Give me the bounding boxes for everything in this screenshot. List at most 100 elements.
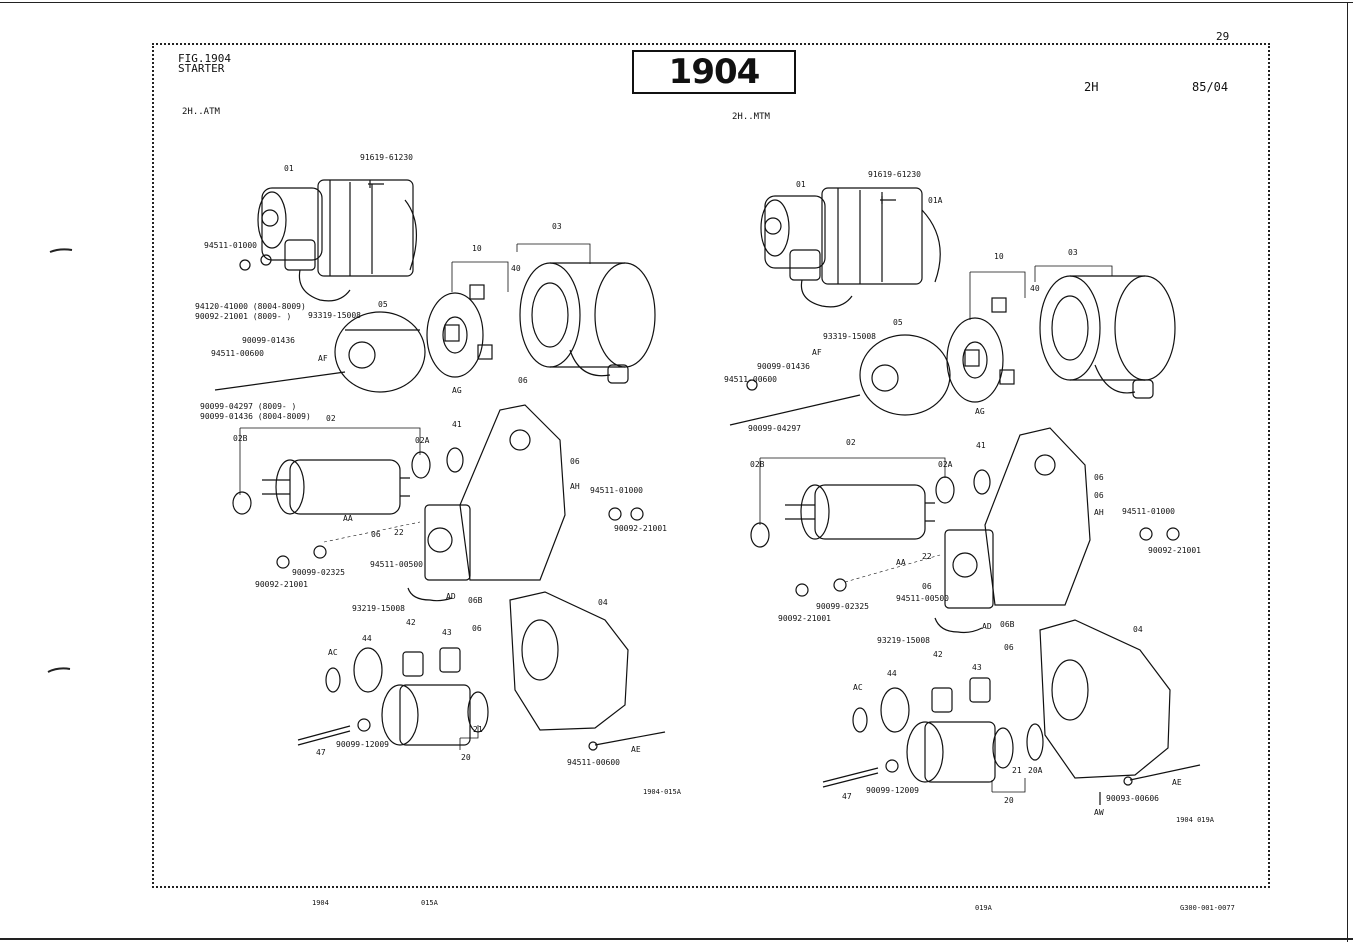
- label-06-a: 06: [518, 376, 528, 385]
- label-r44: 44: [887, 669, 897, 678]
- label-r42: 42: [933, 650, 943, 659]
- gear-44-right: [880, 687, 910, 733]
- thru-bolt-left: [214, 371, 346, 391]
- label-05: 05: [378, 300, 388, 309]
- label-94120-41000: 94120-41000 (8004-8009): [195, 302, 306, 311]
- ring-right: [885, 759, 899, 773]
- label-r90099-04297: 90099-04297: [748, 424, 801, 433]
- label-41: 41: [452, 420, 462, 429]
- label-90092-21001-b: 90092-21001: [614, 524, 667, 533]
- label-rah: AH: [1094, 508, 1104, 517]
- yoke-right: [1039, 275, 1176, 399]
- model-code: 2H: [1084, 80, 1099, 94]
- label-aa: AA: [343, 514, 353, 523]
- label-rac: AC: [853, 683, 863, 692]
- nut-left-2: [608, 507, 622, 521]
- label-r90092-21001: 90092-21001: [1148, 546, 1201, 555]
- label-ah: AH: [570, 482, 580, 491]
- label-r20: 20: [1004, 796, 1014, 805]
- variant-right: 2H..MTM: [732, 112, 770, 122]
- label-rag: AG: [975, 407, 985, 416]
- label-r21: 21: [1012, 766, 1022, 775]
- label-r90093-00606: 90093-00606: [1106, 794, 1159, 803]
- label-ac: AC: [328, 648, 338, 657]
- brush-holder-right: [946, 297, 1015, 403]
- label-r02b: 02B: [750, 460, 765, 469]
- label-93319-15008: 93319-15008: [308, 311, 361, 320]
- fig-title-name: STARTER: [178, 62, 225, 75]
- drawing-sheet-border: [152, 43, 1270, 888]
- housing-06-left: [424, 404, 566, 581]
- washer-ae-left: [588, 741, 598, 751]
- bolt-ae-left: [594, 731, 666, 746]
- spring-47-left: [297, 725, 351, 746]
- washer-ae-right: [1123, 776, 1133, 786]
- washer-left-2: [313, 545, 327, 559]
- washer-ac-right: [852, 707, 868, 733]
- label-90099-04297: 90099-04297 (8009- ): [200, 402, 297, 411]
- label-02b: 02B: [233, 434, 248, 443]
- label-r02a: 02A: [938, 460, 953, 469]
- field-frame-04-left: [509, 591, 629, 731]
- end-frame-right: [859, 334, 951, 416]
- label-94511-00600-b: 94511-00600: [567, 758, 620, 767]
- footer-code-1: 1904: [312, 899, 329, 907]
- armature-left: [232, 447, 464, 515]
- nut-left-1: [260, 254, 272, 266]
- clutch-assembly-left: [381, 684, 489, 746]
- label-06b-part: 06B: [468, 596, 483, 605]
- ring-left: [357, 718, 371, 732]
- page-bottom-edge: [0, 938, 1353, 940]
- label-r41: 41: [976, 441, 986, 450]
- drawing-number-left: 1904-015A: [643, 788, 681, 796]
- page-top-edge: [0, 2, 1353, 3]
- label-r05: 05: [893, 318, 903, 327]
- nut-left-4: [276, 555, 290, 569]
- label-af: AF: [318, 354, 328, 363]
- label-r47: 47: [842, 792, 852, 801]
- label-04: 04: [598, 598, 608, 607]
- label-r01a: 01A: [928, 196, 943, 205]
- nut-right-2: [1139, 527, 1153, 541]
- housing-06-right: [944, 427, 1091, 609]
- label-r03: 03: [1068, 248, 1078, 257]
- page-right-edge: [1347, 2, 1348, 942]
- lead-wire-right: [934, 617, 983, 634]
- lead-wire-left: [407, 587, 453, 602]
- label-90099-01436-b: 90099-01436 (8004-8009): [200, 412, 311, 421]
- label-r43: 43: [972, 663, 982, 672]
- label-01: 01: [284, 164, 294, 173]
- label-90092-21001-c: 90092-21001: [255, 580, 308, 589]
- label-44: 44: [362, 634, 372, 643]
- label-r06-c: 06: [922, 582, 932, 591]
- footer-code-2: 015A: [421, 899, 438, 907]
- label-90092-21001-a: 90092-21001 (8009- ): [195, 312, 292, 321]
- label-r40: 40: [1030, 284, 1040, 293]
- label-42: 42: [406, 618, 416, 627]
- label-06-b: 06: [570, 457, 580, 466]
- label-22: 22: [394, 528, 404, 537]
- page-number: 29: [1216, 30, 1230, 43]
- washer-ac-left: [325, 667, 341, 693]
- label-21: 21: [473, 725, 483, 734]
- label-47: 47: [316, 748, 326, 757]
- footer-code-4: G300-001-0077: [1180, 904, 1235, 912]
- bolt-91619-right: [880, 196, 896, 204]
- label-r06-b: 06: [1094, 491, 1104, 500]
- label-r90099-02325: 90099-02325: [816, 602, 869, 611]
- label-r06-a: 06: [1094, 473, 1104, 482]
- label-ag: AG: [452, 386, 462, 395]
- label-ad: AD: [446, 592, 456, 601]
- label-r06b-part: 06B: [1000, 620, 1015, 629]
- label-94511-01000: 94511-01000: [204, 241, 257, 250]
- label-20: 20: [461, 753, 471, 762]
- washer-right-2: [833, 578, 847, 592]
- roller-43-right: [969, 677, 991, 703]
- label-r01: 01: [796, 180, 806, 189]
- variant-left: 2H..ATM: [182, 107, 220, 117]
- label-03: 03: [552, 222, 562, 231]
- label-r94511-00500: 94511-00500: [896, 594, 949, 603]
- bolt-91619-left: [368, 180, 384, 188]
- label-02: 02: [326, 414, 336, 423]
- label-90099-12009: 90099-12009: [336, 740, 389, 749]
